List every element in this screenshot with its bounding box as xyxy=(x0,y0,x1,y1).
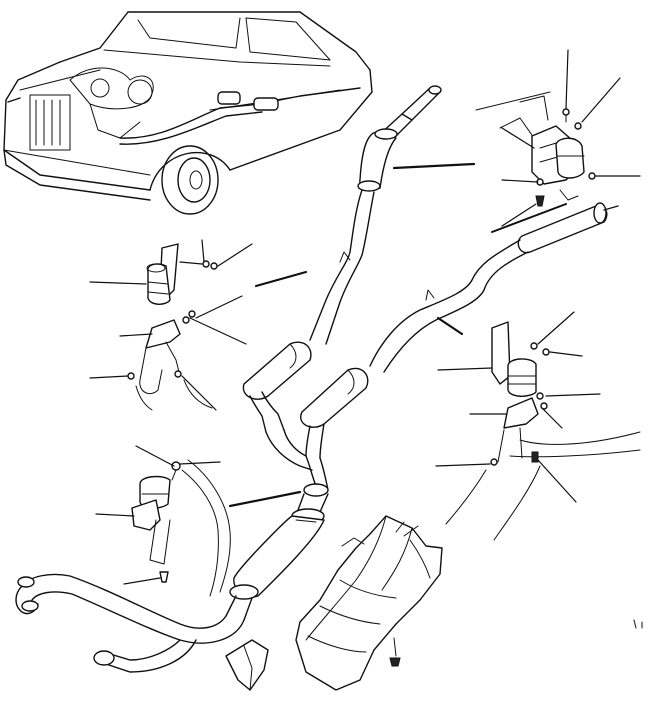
heat-shield xyxy=(295,515,443,691)
leader-lines xyxy=(89,49,641,585)
intermediate-muffler-right xyxy=(300,367,369,459)
rear-muffler-right xyxy=(517,202,619,254)
hanger-bracket-front xyxy=(127,243,218,411)
catalytic-converter xyxy=(225,508,325,621)
exhaust-main xyxy=(15,85,619,691)
edge-marks xyxy=(633,619,643,629)
front-exhaust-pipes xyxy=(15,573,245,673)
hanger-bracket-rear-right xyxy=(445,321,641,541)
intermediate-muffler-left xyxy=(242,341,312,433)
rear-muffler-left xyxy=(357,128,398,192)
hanger-bracket-rear-top xyxy=(475,91,596,207)
hanger-bracket-middle xyxy=(131,459,231,597)
heat-shield-small xyxy=(225,639,269,691)
car-outline xyxy=(3,11,373,215)
